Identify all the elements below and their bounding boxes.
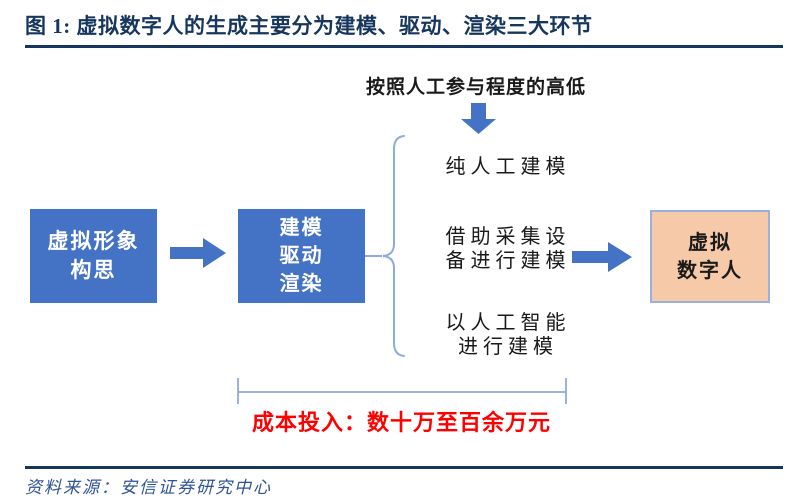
- figure-title: 图 1: 虚拟数字人的生成主要分为建模、驱动、渲染三大环节: [25, 14, 593, 38]
- result-box-line2: 数字人: [677, 259, 743, 282]
- criteria-label: 按照人工参与程度的高低: [366, 77, 587, 98]
- cost-span-bracket-icon: [236, 377, 568, 410]
- cost-label: 成本投入：数十万至百余万元: [251, 410, 551, 435]
- down-arrow-icon: [461, 103, 497, 140]
- step-box-pipeline: 建模 驱动 渲染: [238, 209, 365, 303]
- brace-connector-line: [365, 255, 382, 257]
- method-item-capture-line2: 备进行建模: [445, 250, 571, 272]
- left-brace-icon: [380, 133, 406, 364]
- step-box-pipeline-line3: 渲染: [279, 273, 324, 295]
- title-divider: [25, 45, 783, 48]
- source-note: 资料来源：安信证券研究中心: [25, 478, 272, 497]
- method-item-ai-line2: 进行建模: [458, 336, 558, 358]
- step-box-concept-line1: 虚拟形象: [47, 229, 140, 253]
- step-box-concept: 虚拟形象 构思: [30, 209, 157, 303]
- step-box-pipeline-line1: 建模: [279, 217, 324, 239]
- method-item-ai-line1: 以人工智能: [445, 312, 571, 334]
- step-box-pipeline-line2: 驱动: [279, 245, 324, 267]
- flow-arrow-icon-1: [170, 238, 226, 273]
- result-box-digital-human: 虚拟 数字人: [650, 210, 770, 303]
- method-item-capture: 借助采集设 备进行建模: [427, 225, 589, 273]
- method-item-manual-line1: 纯人工建模: [445, 156, 571, 178]
- method-item-capture-line1: 借助采集设: [445, 226, 571, 248]
- footer-divider: [25, 466, 783, 469]
- result-box-line1: 虚拟: [688, 231, 732, 254]
- flow-arrow-icon-2: [572, 242, 632, 277]
- method-item-manual: 纯人工建模: [427, 155, 589, 179]
- step-box-concept-line2: 构思: [70, 258, 117, 282]
- method-item-ai: 以人工智能 进行建模: [427, 311, 589, 359]
